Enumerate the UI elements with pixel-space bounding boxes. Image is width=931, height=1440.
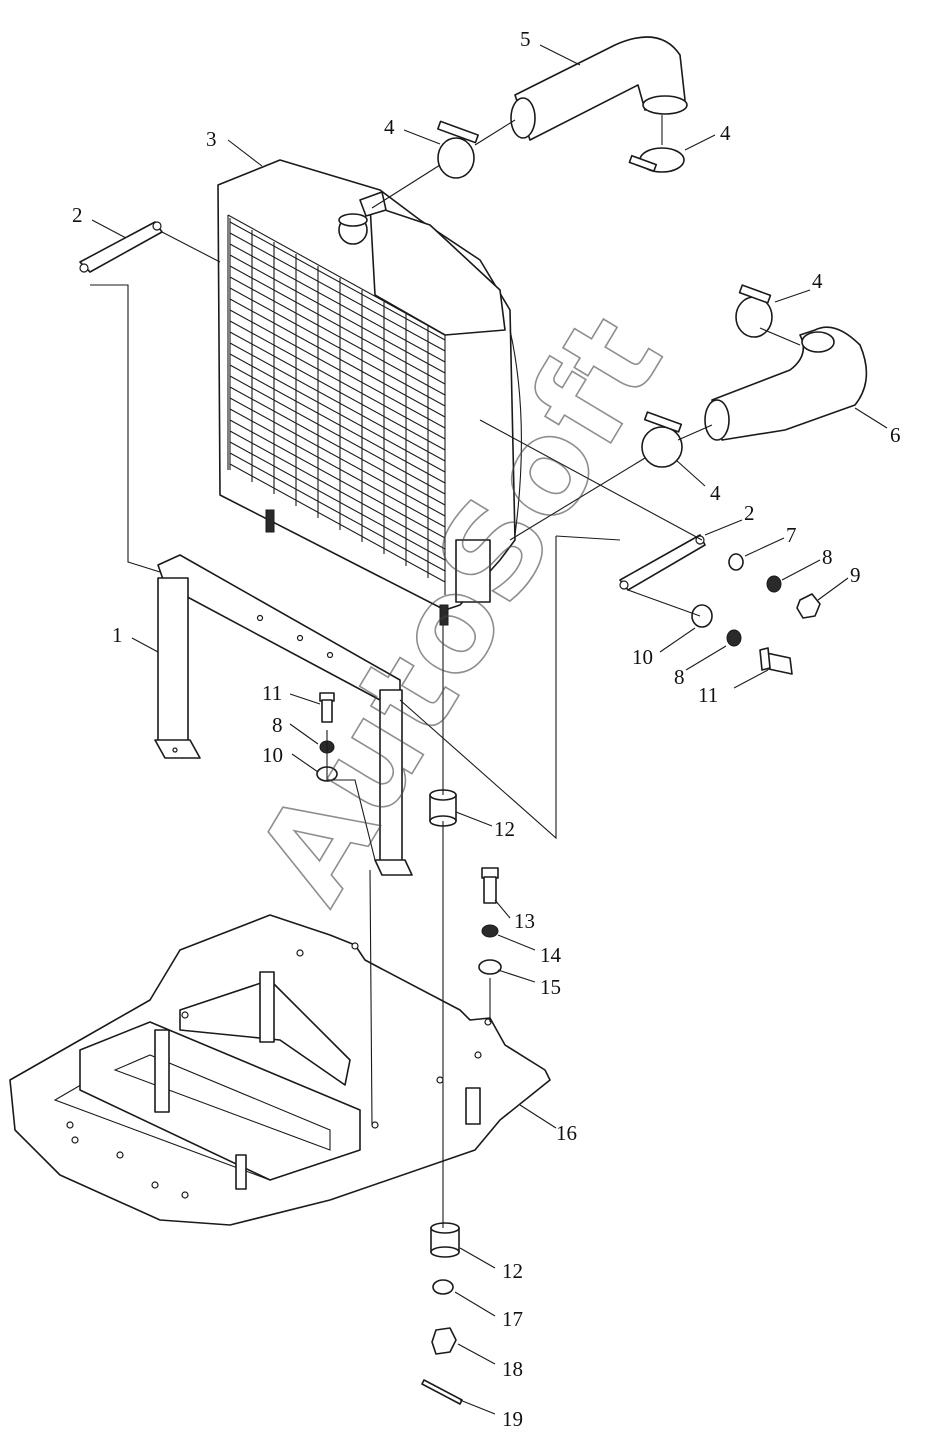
- fin-row: [229, 265, 446, 385]
- callout-4-lower: 4: [710, 481, 721, 505]
- fin-row: [229, 452, 446, 572]
- rubber-mount-upper: [429, 789, 457, 827]
- fin-row: [229, 309, 446, 429]
- fin-row: [229, 408, 446, 528]
- callout-8-frame: 8: [272, 713, 283, 737]
- fin-row: [229, 463, 446, 583]
- callout-2-right: 2: [744, 501, 755, 525]
- fin-row: [229, 419, 446, 539]
- callout-12-upper: 12: [494, 817, 515, 841]
- mounting-bracket-right: [619, 534, 706, 591]
- callout-6: 6: [890, 423, 901, 447]
- lower-hose: [704, 326, 868, 441]
- callout-18: 18: [502, 1357, 523, 1381]
- callout-4-mid-right: 4: [812, 269, 823, 293]
- fin-row: [229, 364, 446, 484]
- fin-row: [229, 232, 446, 352]
- support-frame: [154, 554, 413, 876]
- callout-16: 16: [556, 1121, 577, 1145]
- callout-8-right-upper: 8: [822, 545, 833, 569]
- callout-1: 1: [112, 623, 123, 647]
- base-plate: [9, 914, 551, 1226]
- callout-2-left: 2: [72, 203, 83, 227]
- hose-clamp-2: [628, 147, 685, 173]
- fin-row: [229, 386, 446, 506]
- radiator-core: [217, 159, 522, 626]
- fin-row: [229, 430, 446, 550]
- callout-19: 19: [502, 1407, 523, 1431]
- callout-13: 13: [514, 909, 535, 933]
- callout-15: 15: [540, 975, 561, 999]
- assembly-guide-lines: [90, 115, 801, 1228]
- callout-4-upper-right: 4: [720, 121, 731, 145]
- fin-row: [229, 298, 446, 418]
- fin-row: [229, 243, 446, 363]
- callout-12-lower: 12: [502, 1259, 523, 1283]
- lower-mount-stack: [421, 1222, 463, 1405]
- callout-5: 5: [520, 27, 531, 51]
- fin-row: [229, 320, 446, 440]
- callout-labels: 1 2 2 3 4 4 4 4 5 6 7 8 8 8 9 10 10 11 1…: [72, 27, 901, 1431]
- callout-17: 17: [502, 1307, 523, 1331]
- callout-11-frame: 11: [262, 681, 282, 705]
- hose-clamp-1: [437, 120, 479, 179]
- callout-14: 14: [540, 943, 562, 967]
- callout-10-frame: 10: [262, 743, 283, 767]
- upper-hose: [510, 36, 688, 141]
- fin-row: [229, 397, 446, 517]
- fin-row: [229, 375, 446, 495]
- fasteners-plate: [478, 867, 502, 975]
- callout-4-upper-left: 4: [384, 115, 395, 139]
- radiator-fins: [229, 218, 446, 583]
- fasteners-right: [691, 553, 821, 675]
- callout-10-right: 10: [632, 645, 653, 669]
- callout-11-right: 11: [698, 683, 718, 707]
- hose-clamp-4: [641, 411, 683, 468]
- callout-9: 9: [850, 563, 861, 587]
- callout-3: 3: [206, 127, 217, 151]
- fin-row: [229, 276, 446, 396]
- fin-row: [229, 287, 446, 407]
- mounting-bracket-left: [79, 221, 163, 273]
- hose-clamp-3: [735, 284, 773, 338]
- fin-row: [229, 221, 446, 341]
- fin-row: [229, 331, 446, 451]
- fin-row: [229, 342, 446, 462]
- fin-row: [229, 441, 446, 561]
- fin-row: [229, 254, 446, 374]
- callout-8-right-lower: 8: [674, 665, 685, 689]
- fin-row: [229, 353, 446, 473]
- callout-7: 7: [786, 523, 797, 547]
